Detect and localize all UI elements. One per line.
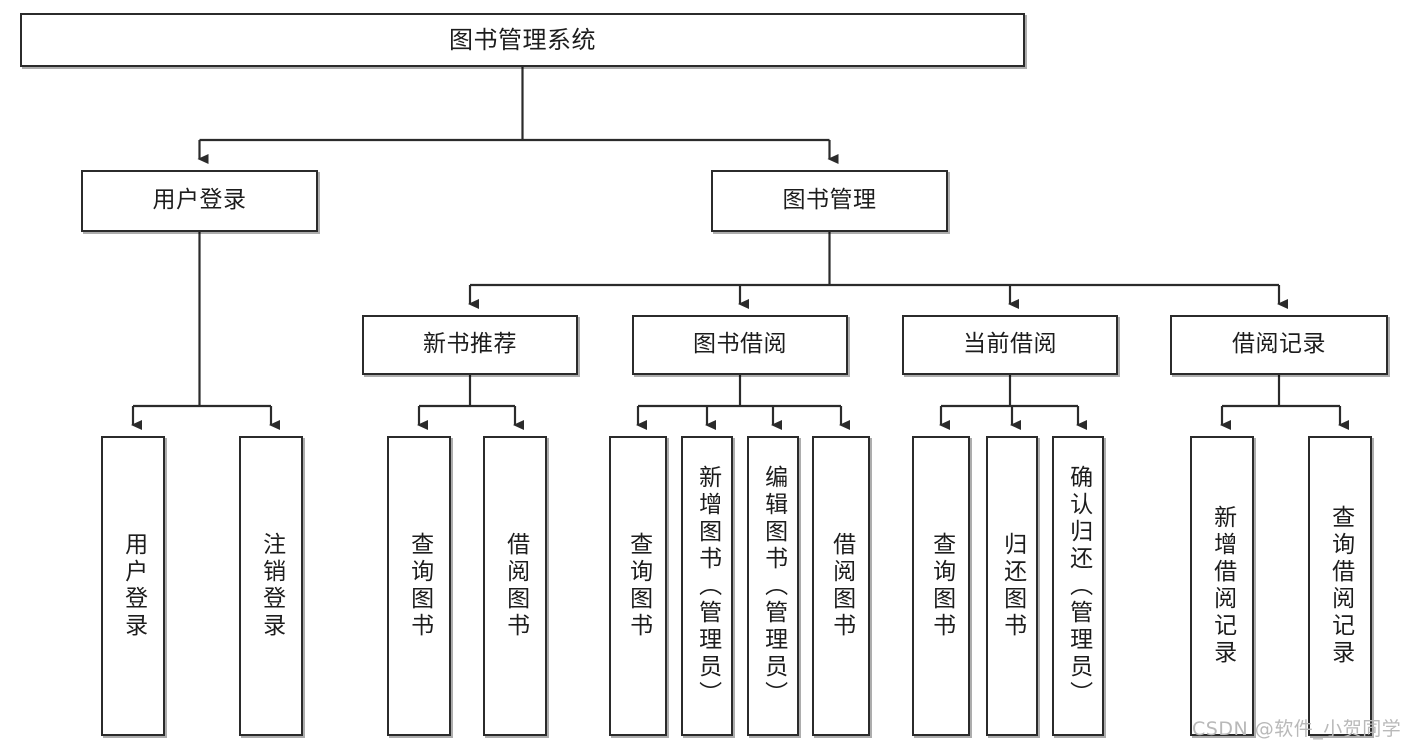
- node-label: 用户登录: [120, 532, 147, 640]
- node-leaf-query-record[interactable]: 查询借阅记录: [1308, 436, 1372, 736]
- node-label: 注销登录: [258, 532, 285, 640]
- node-label: 借阅图书: [828, 532, 855, 640]
- node-label: 图书管理系统: [449, 25, 596, 54]
- node-leaf-confirm-return[interactable]: 确认归还（管理员）: [1052, 436, 1104, 736]
- node-leaf-borrow-book-1[interactable]: 借阅图书: [483, 436, 547, 736]
- node-label: 借阅图书: [502, 532, 529, 640]
- node-label: 归还图书: [999, 532, 1026, 640]
- node-leaf-add-book[interactable]: 新增图书（管理员）: [681, 436, 733, 736]
- node-label: 确认归还（管理员）: [1065, 464, 1092, 708]
- node-book-borrow[interactable]: 图书借阅: [632, 315, 848, 375]
- node-label: 新增图书（管理员）: [694, 464, 721, 708]
- node-label: 查询图书: [625, 532, 652, 640]
- node-label: 查询图书: [406, 532, 433, 640]
- node-new-book-rec[interactable]: 新书推荐: [362, 315, 578, 375]
- node-leaf-query-book-1[interactable]: 查询图书: [387, 436, 451, 736]
- node-leaf-borrow-book-2[interactable]: 借阅图书: [812, 436, 870, 736]
- node-label: 当前借阅: [963, 331, 1057, 358]
- node-label: 新增借阅记录: [1209, 505, 1236, 667]
- node-leaf-query-book-2[interactable]: 查询图书: [609, 436, 667, 736]
- node-label: 用户登录: [152, 187, 247, 214]
- node-book-manage[interactable]: 图书管理: [711, 170, 948, 232]
- node-label: 新书推荐: [423, 331, 517, 358]
- node-leaf-query-book-3[interactable]: 查询图书: [912, 436, 970, 736]
- node-leaf-return-book[interactable]: 归还图书: [986, 436, 1038, 736]
- node-label: 查询图书: [928, 532, 955, 640]
- node-user-login[interactable]: 用户登录: [81, 170, 318, 232]
- node-leaf-user-logout[interactable]: 注销登录: [239, 436, 303, 736]
- node-borrow-record[interactable]: 借阅记录: [1170, 315, 1388, 375]
- node-label: 图书借阅: [693, 331, 787, 358]
- node-label: 编辑图书（管理员）: [760, 464, 787, 708]
- node-label: 图书管理: [782, 187, 877, 214]
- node-current-borrow[interactable]: 当前借阅: [902, 315, 1118, 375]
- node-root[interactable]: 图书管理系统: [20, 13, 1025, 67]
- node-label: 借阅记录: [1232, 331, 1326, 358]
- node-leaf-add-record[interactable]: 新增借阅记录: [1190, 436, 1254, 736]
- node-leaf-user-login[interactable]: 用户登录: [101, 436, 165, 736]
- node-label: 查询借阅记录: [1327, 505, 1354, 667]
- node-leaf-edit-book[interactable]: 编辑图书（管理员）: [747, 436, 799, 736]
